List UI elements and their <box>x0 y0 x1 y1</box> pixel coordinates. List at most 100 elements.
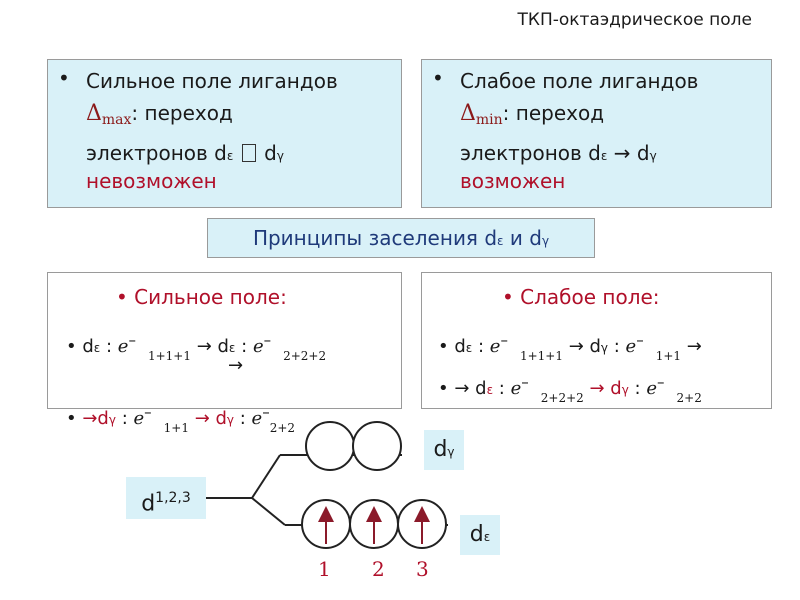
t: → d <box>454 378 487 399</box>
bullet: • <box>116 285 135 309</box>
filling-principles-banner: Принципы заселения dε и dγ <box>207 218 595 258</box>
t: γ <box>621 383 629 397</box>
delta-subscript: min <box>475 112 503 128</box>
t: γ <box>108 413 116 427</box>
arrow-glyph: → <box>613 141 631 165</box>
page-title: ТКП-октаэдрическое поле <box>517 10 752 30</box>
eps-sub: ε <box>226 149 234 163</box>
orbital-number-2: 2 <box>372 557 385 581</box>
t: ε <box>93 341 101 355</box>
d-letter: d <box>433 437 448 462</box>
bullet: • <box>432 66 444 90</box>
t: : <box>234 408 252 429</box>
strong-field-line4: невозможен <box>86 169 217 193</box>
weak-rule-2: • → dε : e–2+2+2 → dγ : e–2+2 <box>438 373 702 405</box>
t: 2+2 <box>676 391 702 405</box>
t: : <box>115 408 134 429</box>
heading-text: Сильное поле: <box>134 285 287 309</box>
weak-field-line3: электронов dε → dγ <box>460 142 657 168</box>
delta-subscript: max <box>101 112 132 128</box>
t: : <box>628 378 647 399</box>
t: 1+1+1 <box>519 349 563 363</box>
t: – <box>521 373 529 391</box>
t: ε <box>486 383 494 397</box>
d-letter: d <box>264 141 277 165</box>
branch-up-line <box>251 454 281 499</box>
dgamma-orbital-1 <box>305 421 355 471</box>
d-superscript: 1,2,3 <box>155 490 191 506</box>
weak-line3-text: электронов d <box>460 141 601 165</box>
weak-rules-heading: • Слабое поле: <box>502 285 660 309</box>
t: → d <box>562 336 601 357</box>
banner-and: и d <box>503 226 542 250</box>
t: 1+1 <box>655 349 682 363</box>
t: d <box>454 336 466 357</box>
bullet: • <box>438 336 455 357</box>
weak-field-line2-text: : переход <box>502 101 605 125</box>
t: 2+2+2 <box>283 349 327 363</box>
weak-rule-1: • dε : e–1+1+1 → dγ : e–1+1 → <box>438 331 702 363</box>
t: ε <box>228 341 236 355</box>
gamma-sub: γ <box>649 149 657 163</box>
branch-down-line <box>251 497 286 526</box>
t: e <box>510 378 522 399</box>
strong-field-line2-text: : переход <box>131 101 233 125</box>
t: e <box>625 336 637 357</box>
orbital-number-1: 1 <box>318 557 331 581</box>
t: : <box>100 336 118 357</box>
bullet: • <box>58 66 70 90</box>
banner-eps: ε <box>497 234 504 248</box>
heading-text: Слабое поле: <box>520 285 660 309</box>
t: → d <box>583 378 622 399</box>
t: 2+2 <box>269 421 296 435</box>
eps-sub: ε <box>483 530 491 544</box>
d-letter: d <box>636 141 650 165</box>
weak-field-box: • Слабое поле лигандов Δmin: переход эле… <box>421 59 772 208</box>
t: γ <box>226 413 235 427</box>
strong-rules-heading: • Сильное поле: <box>116 285 287 309</box>
weak-field-line1: Слабое поле лигандов <box>460 69 699 93</box>
t: → d <box>190 336 229 357</box>
t: e <box>117 336 129 357</box>
delta-symbol: Δ <box>460 101 476 126</box>
strong-rule-2: • →dγ : e–1+1 → dγ : e–2+2 <box>66 403 295 435</box>
t: – <box>128 331 136 349</box>
t: 1+1+1 <box>147 349 191 363</box>
d-letter: d <box>469 522 484 547</box>
t: γ <box>600 341 609 355</box>
strong-field-line1: Сильное поле лигандов <box>86 69 338 93</box>
strong-rule-1-tail: → <box>228 355 244 376</box>
t: e <box>251 408 263 429</box>
t: : <box>235 336 253 357</box>
t: e <box>489 336 501 357</box>
t: – <box>657 373 665 391</box>
strong-rule-1: • dε : e–1+1+1 → dε : e–2+2+2 <box>66 331 326 363</box>
t: →d <box>82 408 109 429</box>
t: d <box>82 336 94 357</box>
strong-line3-text: электронов d <box>86 141 227 165</box>
bullet: • <box>438 378 455 399</box>
t: – <box>500 331 508 349</box>
t: e <box>646 378 657 399</box>
t: e <box>252 336 264 357</box>
orbital-number-3: 3 <box>416 557 429 581</box>
t: : <box>472 336 490 357</box>
t: 2+2+2 <box>540 391 584 405</box>
t: e <box>133 408 145 429</box>
t: – <box>263 331 272 349</box>
t: – <box>636 331 644 349</box>
d-letter: d <box>141 491 156 517</box>
t: → <box>681 336 702 357</box>
t: – <box>144 403 152 421</box>
t: → d <box>188 408 227 429</box>
t: : <box>608 336 626 357</box>
d-label: d1,2,3 <box>126 477 206 519</box>
t: ε <box>465 341 473 355</box>
t: 1+1 <box>163 421 189 435</box>
bullet: • <box>502 285 521 309</box>
bullet: • <box>66 408 83 429</box>
dgamma-label: dγ <box>424 430 464 470</box>
strong-field-line3: электронов dε dγ <box>86 142 284 168</box>
weak-rules-box: • Слабое поле: • dε : e–1+1+1 → dγ : e–1… <box>421 272 772 409</box>
